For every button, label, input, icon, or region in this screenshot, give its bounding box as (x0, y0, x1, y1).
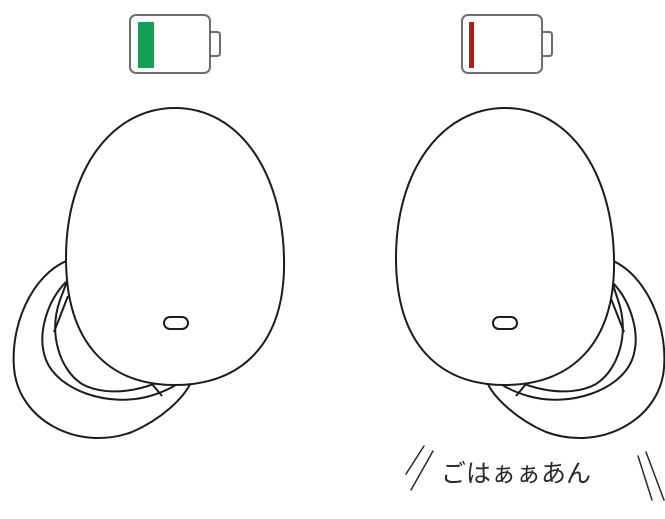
left-earbud-sensor (163, 316, 189, 330)
right-earbud-body (395, 107, 616, 386)
right-earbud-tip-stem-2 (515, 383, 527, 397)
left-earbud-tip-stem (53, 295, 69, 333)
battery-right-icon (461, 14, 553, 74)
right-earbud-tip-stem (609, 295, 625, 333)
right-earbud-tip-inner (487, 281, 637, 401)
emphasis-mark-left-2 (410, 450, 434, 491)
battery-left-terminal (210, 31, 221, 57)
left-earbud-body (65, 107, 286, 386)
battery-left-body (129, 14, 211, 74)
emphasis-mark-left-1 (405, 445, 425, 475)
left-earbud-ear-tip (12, 257, 193, 440)
right-earbud-ear-tip (485, 257, 665, 440)
emphasis-mark-right-2 (645, 451, 665, 501)
battery-right-terminal (542, 31, 553, 57)
emphasis-mark-right-1 (637, 455, 653, 501)
battery-left-icon (129, 14, 221, 74)
right-earbud-sensor (492, 316, 518, 330)
left-earbud (12, 107, 286, 440)
sound-effect-text: ごはぁぁあん (441, 459, 591, 488)
battery-right-body (461, 14, 543, 74)
battery-left-level (138, 22, 154, 68)
battery-right-level (469, 22, 474, 68)
sound-effect (405, 445, 665, 501)
right-earbud (395, 107, 665, 440)
left-earbud-tip-inner (41, 281, 191, 401)
left-earbud-tip-stem-2 (151, 383, 163, 397)
